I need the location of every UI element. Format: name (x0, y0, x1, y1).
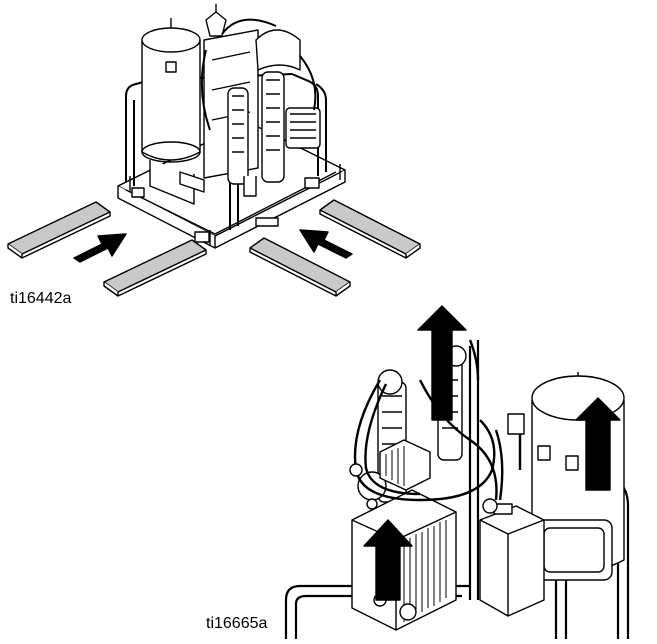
placement-arrows (73, 229, 353, 263)
figure-1-label: ti16442a (10, 290, 72, 307)
lift-arrows (363, 305, 621, 601)
pump-assembly (203, 4, 321, 197)
figure-2-label: ti16665a (206, 615, 268, 632)
arrow-up-icon (363, 519, 413, 601)
fig2-reservoir-box (479, 503, 545, 617)
arrow-up-icon (417, 305, 467, 421)
fig1-hoses (200, 18, 317, 131)
figure-2-illustration (284, 305, 630, 639)
arrow-up-icon (575, 397, 621, 491)
arrow-left-icon (299, 229, 353, 259)
fluid-tank (141, 18, 205, 205)
skid-left-back (7, 201, 111, 255)
fig2-cooler (351, 439, 457, 631)
skids (7, 199, 421, 297)
skid-left-front (103, 239, 207, 293)
arrow-right-icon (73, 233, 127, 263)
figure-1-illustration (7, 4, 421, 297)
